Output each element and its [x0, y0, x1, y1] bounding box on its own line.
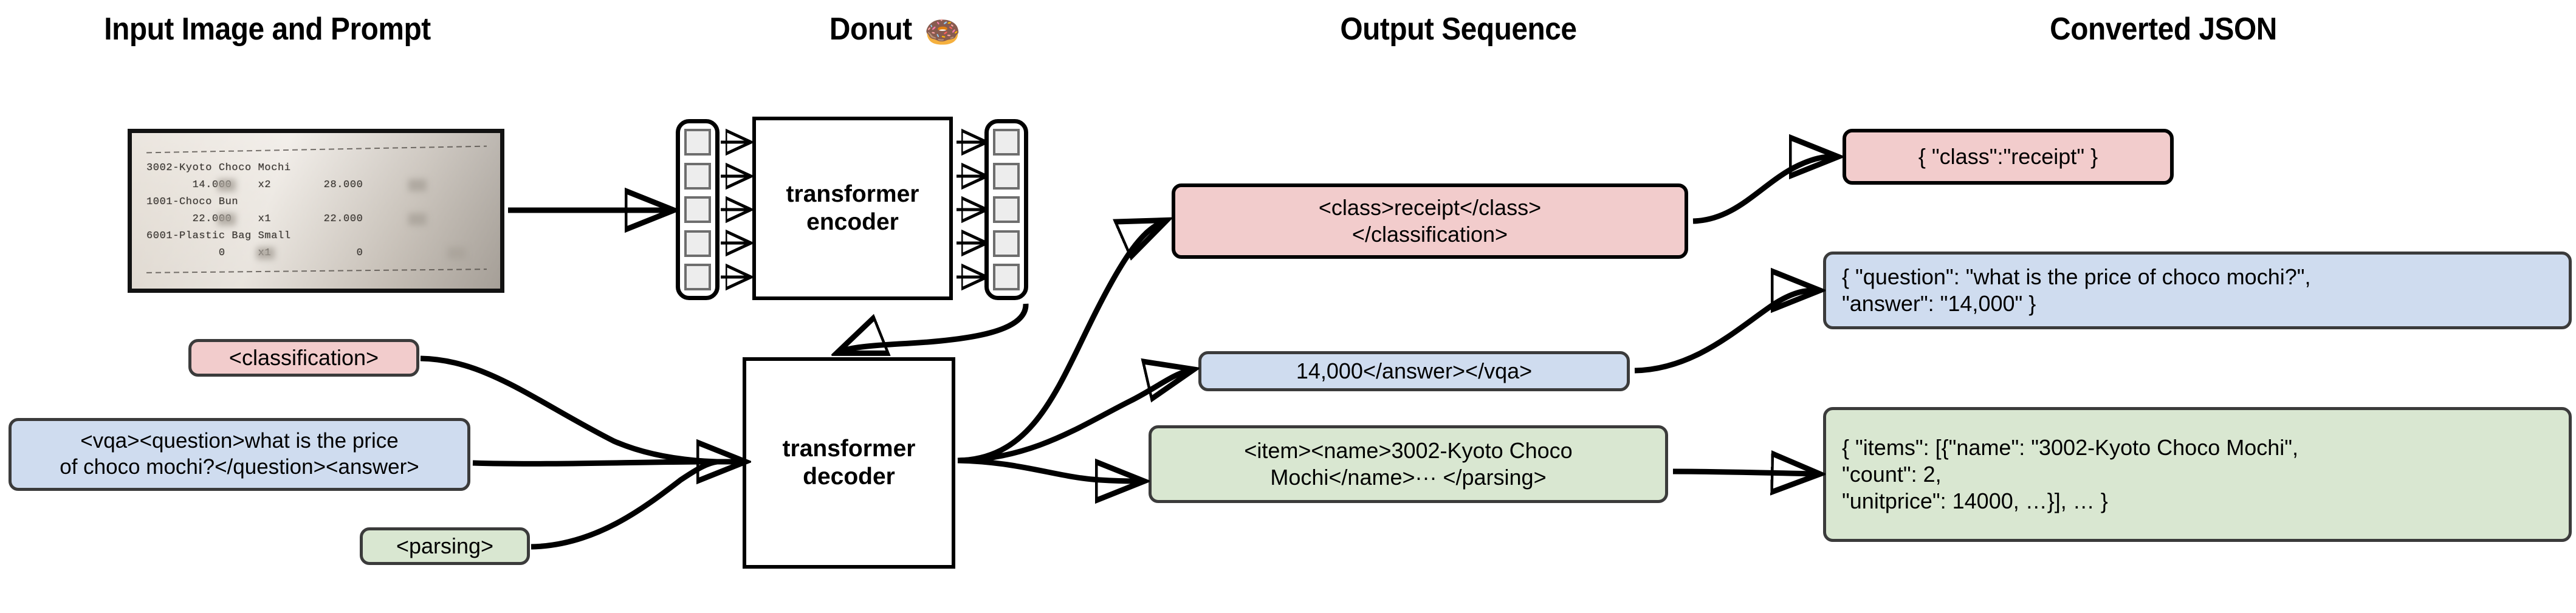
encoder-output-token-stack [984, 119, 1028, 300]
encoder-input-token [684, 264, 711, 290]
column-header-donut-label: Donut [829, 12, 913, 47]
column-header-output-sequence: Output Sequence [1340, 12, 1577, 47]
arrow-output-to-json-classification [1692, 157, 1833, 224]
arrow-prompt-vqa-to-decoder [472, 459, 718, 467]
encoder-input-token-stack [676, 119, 720, 300]
receipt-redaction-2 [408, 179, 427, 191]
encoder-output-token [993, 162, 1020, 190]
receipt-line-1: 3002-Kyoto Choco Mochi [146, 162, 291, 174]
input-receipt-image: 3002-Kyoto Choco Mochi 14.000 x2 28.000 … [128, 129, 504, 293]
transformer-decoder-block: transformer decoder [743, 357, 955, 569]
json-box-classification: { "class":"receipt" } [1843, 129, 2174, 185]
output-box-parsing: <item><name>3002-Kyoto Choco Mochi</name… [1149, 425, 1668, 503]
column-header-donut: Donut 🍩 [687, 11, 1100, 49]
donut-icon: 🍩 [924, 16, 961, 49]
encoder-output-token [993, 196, 1020, 223]
column-header-converted-json: Converted JSON [2050, 12, 2277, 47]
receipt-paper: 3002-Kyoto Choco Mochi 14.000 x2 28.000 … [132, 133, 500, 289]
receipt-bottom-dashed-rule [146, 269, 487, 273]
receipt-line-2: 14.000 x2 28.000 [146, 179, 363, 191]
output-box-classification: <class>receipt</class> </classification> [1172, 183, 1688, 259]
encoder-input-token [684, 196, 711, 223]
receipt-line-6: 0 x1 0 [146, 247, 363, 259]
receipt-redaction-6 [448, 247, 466, 259]
encoder-input-token [684, 162, 711, 190]
json-box-parsing: { "items": [{"name": "3002-Kyoto Choco M… [1823, 407, 2572, 542]
receipt-top-dashed-rule [146, 145, 487, 154]
transformer-encoder-block: transformer encoder [752, 117, 953, 300]
receipt-line-5: 6001-Plastic Bag Small [146, 230, 291, 242]
receipt-line-4: 22.000 x1 22.000 [146, 213, 363, 225]
encoder-output-token [993, 264, 1020, 290]
output-box-vqa: 14,000</answer></vqa> [1198, 351, 1630, 391]
prompt-box-classification: <classification> [188, 339, 419, 377]
receipt-redaction-1 [218, 179, 236, 191]
receipt-line-3: 1001-Choco Bun [146, 196, 239, 208]
receipt-redaction-4 [408, 213, 427, 225]
arrow-output-to-json-parsing [1672, 471, 1815, 474]
encoder-input-token [684, 129, 711, 156]
receipt-redaction-5 [256, 247, 275, 259]
arrow-decoder-to-output-parsing [957, 461, 1139, 481]
encoder-input-token [684, 230, 711, 257]
arrow-encoder-output-to-decoder [842, 303, 1029, 351]
prompt-box-vqa: <vqa><question>what is the price of choc… [9, 418, 470, 491]
receipt-redaction-3 [218, 213, 236, 225]
arrow-output-to-json-vqa [1634, 290, 1815, 374]
prompt-box-parsing: <parsing> [360, 527, 530, 565]
column-header-input-image-and-prompt: Input Image and Prompt [104, 12, 431, 47]
encoder-output-token [993, 230, 1020, 257]
encoder-output-token [993, 129, 1020, 156]
arrow-prompt-parsing-to-decoder [531, 459, 718, 550]
json-box-vqa: { "question": "what is the price of choc… [1823, 252, 2572, 329]
